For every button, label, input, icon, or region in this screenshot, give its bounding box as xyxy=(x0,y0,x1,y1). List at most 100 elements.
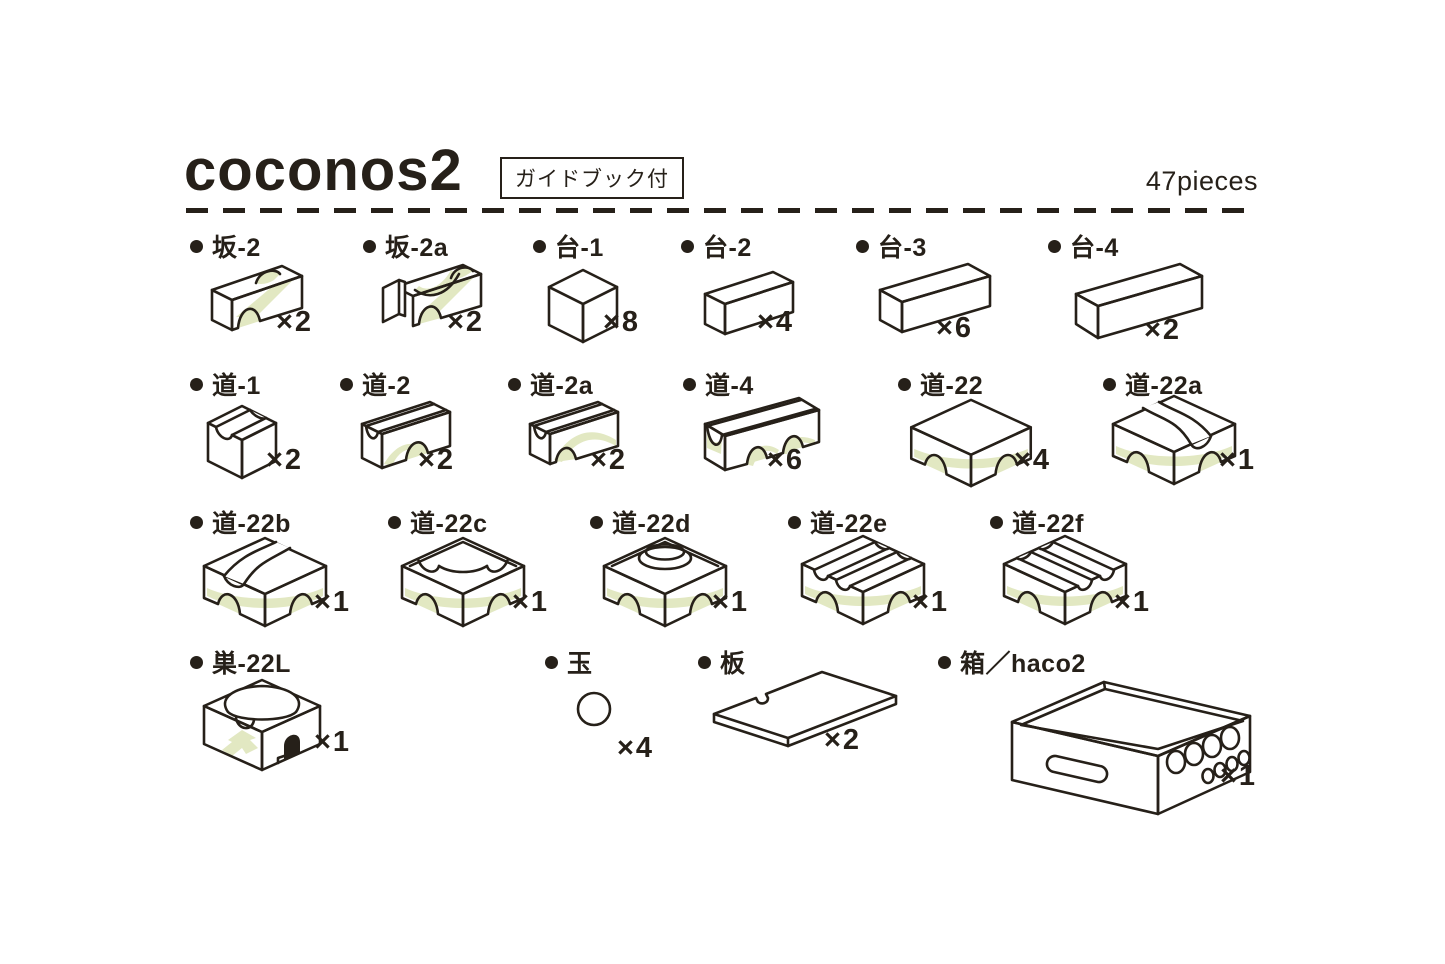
part-qty: ×2 xyxy=(447,306,485,338)
part-su-22l: 巣-22L ×1 xyxy=(190,644,349,772)
part-name: 道-1 xyxy=(212,372,261,400)
cross-tunnel-block-icon xyxy=(909,398,1033,488)
part-qty: ×2 xyxy=(824,724,862,756)
part-qty: ×1 xyxy=(314,726,352,758)
part-name: 坂-2 xyxy=(212,234,261,262)
part-qty: ×6 xyxy=(936,312,974,344)
part-qty: ×1 xyxy=(512,586,550,618)
part-qty: ×6 xyxy=(767,444,805,476)
funnel-block-icon xyxy=(602,536,728,628)
part-label: 道-4 xyxy=(683,366,754,402)
part-name: 道-22a xyxy=(1125,372,1203,400)
nest-block-icon xyxy=(202,678,322,772)
part-name: 台-4 xyxy=(1070,234,1119,262)
part-hako-haco2: 箱／haco2 ×1 xyxy=(938,644,1255,816)
part-qty: ×4 xyxy=(757,306,795,338)
part-qty: ×4 xyxy=(1014,444,1052,476)
part-name: 箱／haco2 xyxy=(960,650,1086,678)
bullet-icon xyxy=(190,377,203,391)
part-qty: ×4 xyxy=(617,732,655,764)
part-qty: ×1 xyxy=(912,586,950,618)
bullet-icon xyxy=(388,515,401,529)
part-label: 坂-2 xyxy=(190,228,261,264)
part-name: 道-22b xyxy=(212,510,291,538)
dashed-divider xyxy=(186,208,1258,213)
part-qty: ×1 xyxy=(314,586,352,618)
bullet-icon xyxy=(990,515,1003,529)
ball-icon xyxy=(576,691,612,727)
guidebook-badge: ガイドブック付 xyxy=(500,157,684,199)
gutter-block-icon xyxy=(360,400,452,470)
part-label: 台-2 xyxy=(681,228,752,264)
part-label: 台-3 xyxy=(856,228,927,264)
part-name: 巣-22L xyxy=(212,650,291,678)
part-ita: 板 ×2 xyxy=(698,644,898,756)
part-michi-22f: 道-22f ×1 xyxy=(990,504,1149,626)
part-name: 道-22d xyxy=(612,510,691,538)
long-gutter-block-icon xyxy=(703,396,821,472)
double-gutter-block-icon xyxy=(1002,534,1128,626)
part-michi-1: 道-1 ×2 xyxy=(190,366,301,480)
part-name: 道-4 xyxy=(705,372,754,400)
part-label: 台-1 xyxy=(533,228,604,264)
bullet-icon xyxy=(681,239,694,253)
page-title: coconos2 xyxy=(184,138,463,203)
bullet-icon xyxy=(545,655,558,669)
part-label: 道-22 xyxy=(898,366,983,402)
part-dai-2: 台-2 ×4 xyxy=(681,228,795,338)
part-qty: ×1 xyxy=(1220,760,1258,792)
part-qty: ×2 xyxy=(276,306,314,338)
bullet-icon xyxy=(938,655,951,669)
part-saka-2a: 坂-2a ×2 xyxy=(363,228,483,338)
part-label: 道-2 xyxy=(340,366,411,402)
part-michi-22c: 道-22c ×1 xyxy=(388,504,547,628)
part-label: 板 xyxy=(698,644,746,680)
bullet-icon xyxy=(190,239,203,253)
bullet-icon xyxy=(340,377,353,391)
part-qty: ×8 xyxy=(603,306,641,338)
part-name: 道-22f xyxy=(1012,510,1084,538)
part-michi-4: 道-4 ×6 xyxy=(683,366,821,476)
slope-block-icon xyxy=(381,263,483,328)
part-name: 道-2 xyxy=(362,372,411,400)
bullet-icon xyxy=(788,515,801,529)
bullet-icon xyxy=(698,655,711,669)
bullet-icon xyxy=(533,239,546,253)
part-qty: ×2 xyxy=(1144,314,1182,346)
double-gutter-block-icon xyxy=(800,534,926,626)
bar-block-icon xyxy=(1074,262,1204,340)
part-label: 坂-2a xyxy=(363,228,448,264)
bullet-icon xyxy=(1103,377,1116,391)
part-label: 玉 xyxy=(545,644,593,680)
part-qty: ×2 xyxy=(266,444,304,476)
part-label: 道-22a xyxy=(1103,366,1203,402)
part-name: 板 xyxy=(720,650,746,678)
part-label: 道-22b xyxy=(190,504,291,540)
gutter-block-icon xyxy=(528,400,620,466)
part-label: 巣-22L xyxy=(190,644,291,680)
part-label: 道-22d xyxy=(590,504,691,540)
part-label: 箱／haco2 xyxy=(938,644,1086,680)
part-qty: ×1 xyxy=(1114,586,1152,618)
part-label: 道-1 xyxy=(190,366,261,402)
part-name: 玉 xyxy=(567,650,593,678)
part-dai-1: 台-1 ×8 xyxy=(533,228,638,344)
part-tama: 玉 ×4 xyxy=(545,644,652,764)
part-qty: ×2 xyxy=(590,444,628,476)
part-label: 道-2a xyxy=(508,366,593,402)
bullet-icon xyxy=(508,377,521,391)
curve-tunnel-block-icon xyxy=(1111,394,1237,486)
part-label: 道-22f xyxy=(990,504,1084,540)
bullet-icon xyxy=(190,655,203,669)
part-michi-22e: 道-22e ×1 xyxy=(788,504,947,626)
bullet-icon xyxy=(856,239,869,253)
bridge-block-icon xyxy=(400,536,526,628)
part-michi-22a: 道-22a ×1 xyxy=(1103,366,1254,486)
piece-count: 47pieces xyxy=(1145,166,1258,196)
part-name: 道-22e xyxy=(810,510,888,538)
part-name: 台-2 xyxy=(703,234,752,262)
cube-block-icon xyxy=(547,268,619,344)
part-name: 坂-2a xyxy=(385,234,449,262)
curve-tunnel-block-icon xyxy=(202,536,328,628)
